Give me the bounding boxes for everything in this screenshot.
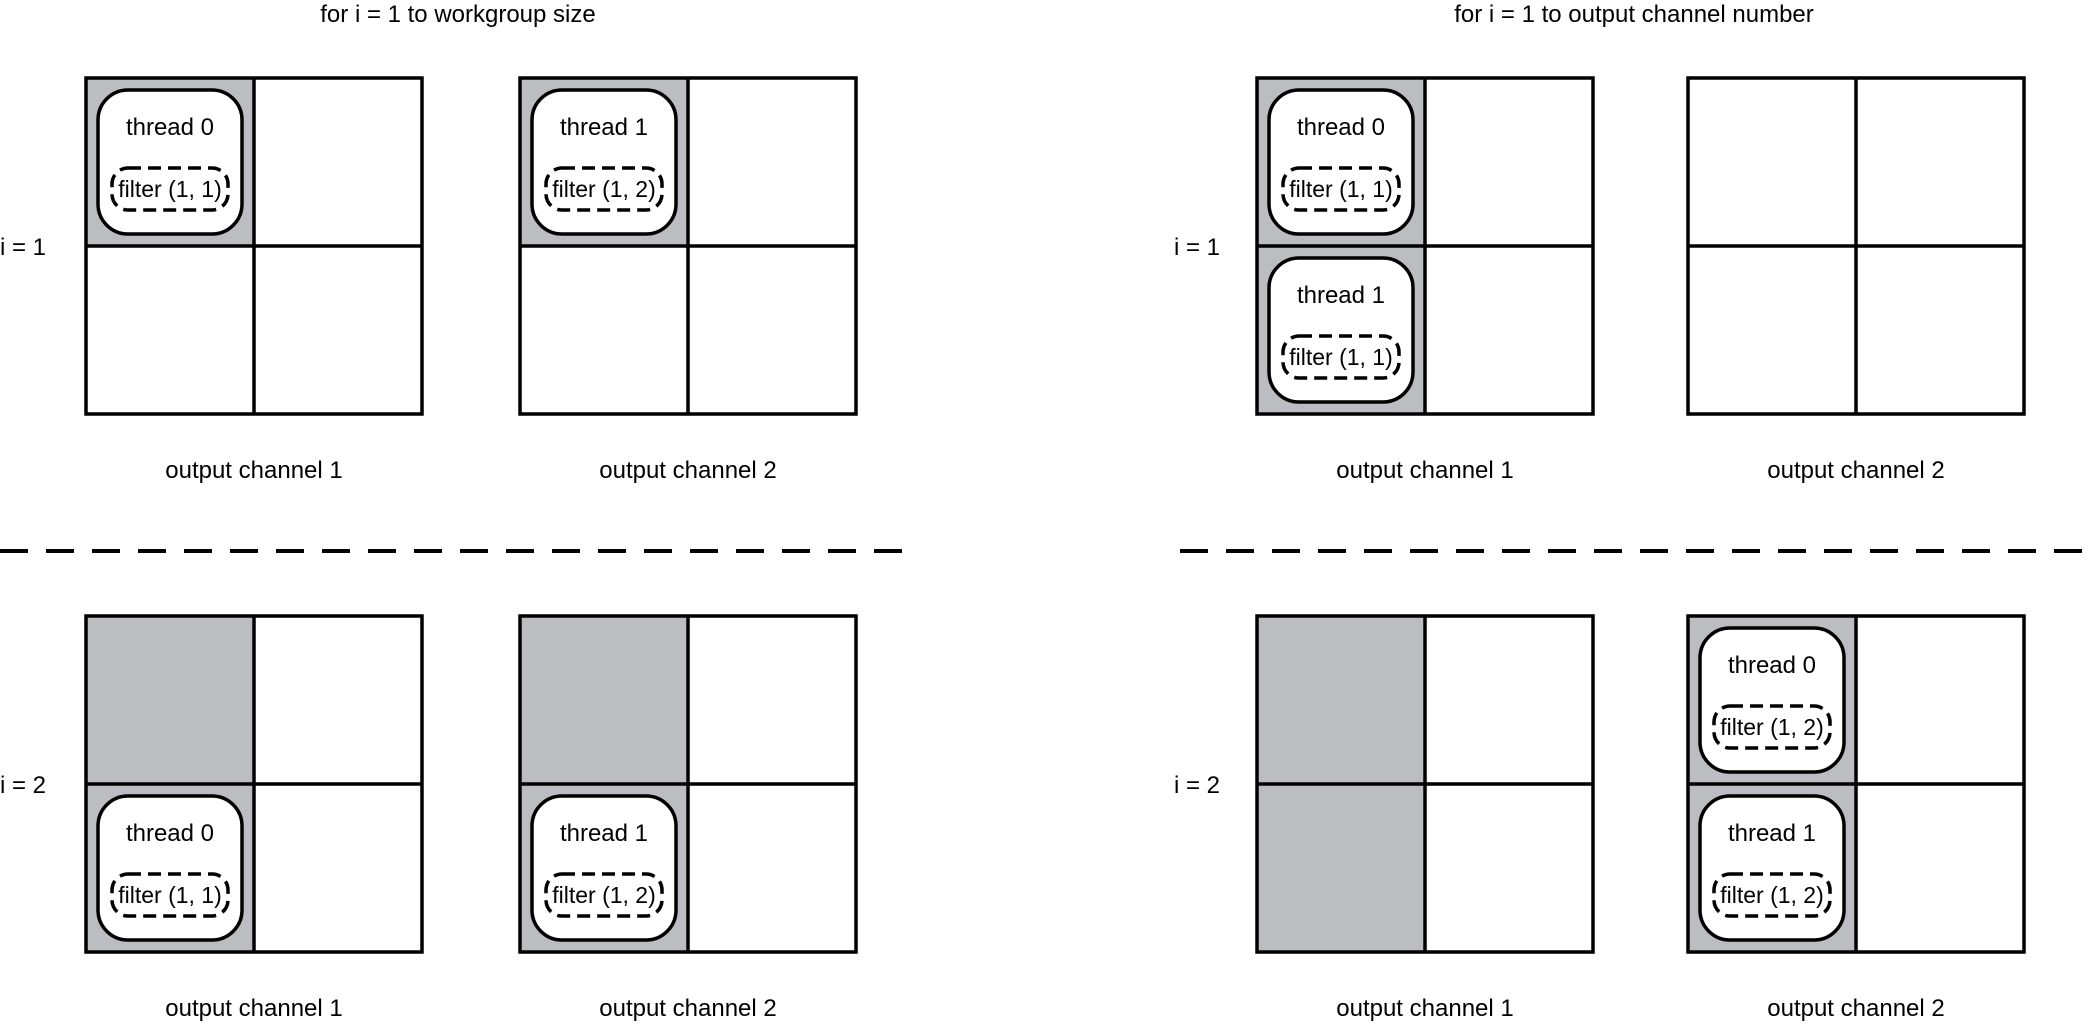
thread-box-outline xyxy=(1698,794,1846,942)
filter-box-outline xyxy=(1281,166,1401,212)
thread-box: thread 0 filter (1, 1) xyxy=(96,88,244,236)
filter-box-outline xyxy=(1281,334,1401,380)
thread-box-outline xyxy=(1698,626,1846,774)
thread-box: thread 1 filter (1, 2) xyxy=(530,794,678,942)
filter-box-outline xyxy=(1712,872,1832,918)
row-label-right-i1: i = 1 xyxy=(1174,234,1220,261)
title-right: for i = 1 to output channel number xyxy=(1454,1,1814,28)
filter-label: filter (1, 2) xyxy=(552,176,656,202)
thread-label: thread 0 xyxy=(126,820,214,847)
shaded-cell xyxy=(1257,616,1425,784)
shaded-cell xyxy=(520,616,688,784)
thread-box-outline xyxy=(1267,256,1415,404)
filter-box-outline xyxy=(110,872,230,918)
filter-box-outline xyxy=(110,166,230,212)
row-label-left-i1: i = 1 xyxy=(0,234,46,261)
channel-grid: output channel 1 xyxy=(1255,614,1595,1022)
channel-caption: output channel 2 xyxy=(599,457,776,484)
thread-box-outline xyxy=(96,88,244,236)
filter-label: filter (1, 1) xyxy=(118,176,222,202)
channel-caption: output channel 2 xyxy=(599,995,776,1022)
thread-box: thread 0 filter (1, 1) xyxy=(1267,88,1415,236)
thread-box: thread 0 filter (1, 1) xyxy=(96,794,244,942)
channel-caption: output channel 1 xyxy=(1336,995,1513,1022)
thread-label: thread 1 xyxy=(1297,282,1385,309)
row-label-right-i2: i = 2 xyxy=(1174,772,1220,799)
thread-box: thread 1 filter (1, 1) xyxy=(1267,256,1415,404)
channel-caption: output channel 1 xyxy=(165,457,342,484)
channel-caption: output channel 2 xyxy=(1767,995,1944,1022)
row-label-left-i2: i = 2 xyxy=(0,772,46,799)
thread-label: thread 1 xyxy=(560,114,648,141)
channel-grid: thread 1 filter (1, 2) output channel 2 xyxy=(518,614,858,1022)
thread-box-outline xyxy=(530,794,678,942)
thread-box: thread 0 filter (1, 2) xyxy=(1698,626,1846,774)
filter-box-outline xyxy=(544,166,664,212)
filter-box-outline xyxy=(1712,704,1832,750)
thread-label: thread 1 xyxy=(560,820,648,847)
thread-label: thread 0 xyxy=(1728,652,1816,679)
thread-box-outline xyxy=(96,794,244,942)
thread-box-outline xyxy=(1267,88,1415,236)
channel-grid: thread 0 filter (1, 1) output channel 1 xyxy=(84,76,424,484)
channel-caption: output channel 1 xyxy=(1336,457,1513,484)
filter-label: filter (1, 2) xyxy=(1720,714,1824,740)
thread-label: thread 0 xyxy=(1297,114,1385,141)
channel-caption: output channel 1 xyxy=(165,995,342,1022)
shaded-cell xyxy=(1257,784,1425,952)
channel-grid: thread 1 filter (1, 2) output channel 2 xyxy=(518,76,858,484)
channel-grid: thread 0 filter (1, 1) output channel 1 xyxy=(84,614,424,1022)
channel-grid: thread 0 filter (1, 1) thread 1 filter (1, … xyxy=(1255,76,1595,484)
filter-label: filter (1, 1) xyxy=(118,882,222,908)
thread-box: thread 1 filter (1, 2) xyxy=(1698,794,1846,942)
thread-label: thread 1 xyxy=(1728,820,1816,847)
filter-label: filter (1, 2) xyxy=(1720,882,1824,908)
channel-caption: output channel 2 xyxy=(1767,457,1944,484)
thread-box-outline xyxy=(530,88,678,236)
filter-label: filter (1, 1) xyxy=(1289,176,1393,202)
thread-box: thread 1 filter (1, 2) xyxy=(530,88,678,236)
panel-right-i1: thread 0 filter (1, 1) thread 1 filter (1, … xyxy=(1255,76,2026,484)
title-left: for i = 1 to workgroup size xyxy=(320,1,595,28)
filter-box-outline xyxy=(544,872,664,918)
shaded-cell xyxy=(86,616,254,784)
thread-label: thread 0 xyxy=(126,114,214,141)
filter-label: filter (1, 1) xyxy=(1289,344,1393,370)
channel-grid: output channel 2 xyxy=(1686,76,2026,484)
filter-label: filter (1, 2) xyxy=(552,882,656,908)
channel-grid: thread 0 filter (1, 2) thread 1 filter (1, … xyxy=(1686,614,2026,1022)
